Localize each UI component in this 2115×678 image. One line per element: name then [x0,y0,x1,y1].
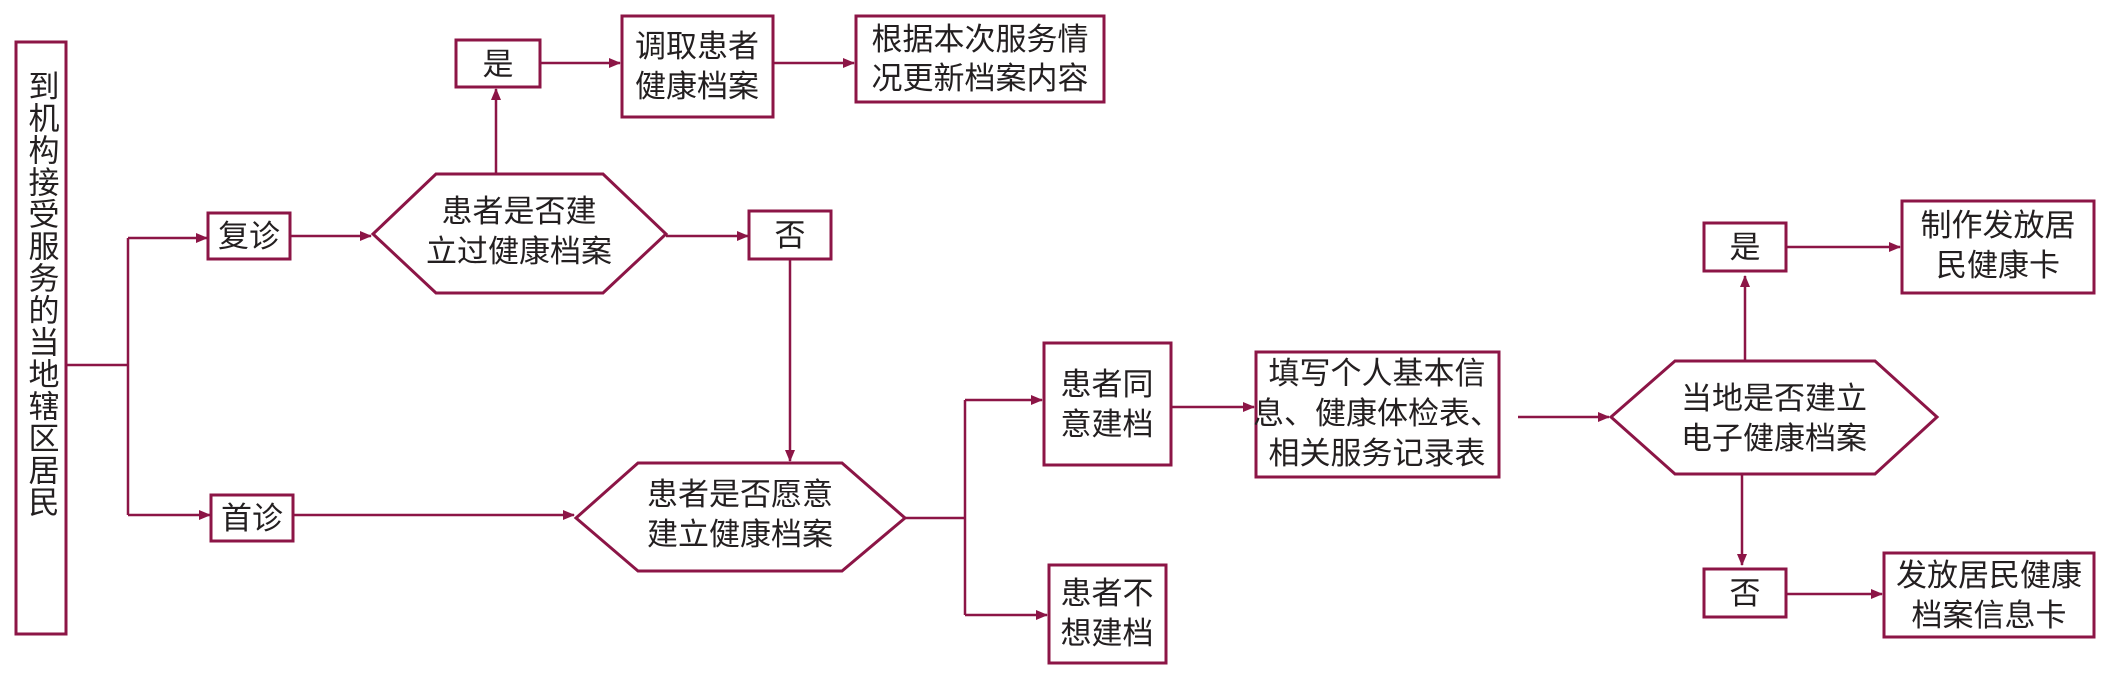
decision-electronic-record: 当地是否建立 电子健康档案 [1608,359,1940,476]
node-make-health-card-line-2: 民健康卡 [1936,248,2060,283]
node-info-card-line-2: 档案信息卡 [1912,598,2067,633]
node-fill-forms-line-3: 相关服务记录表 [1269,436,1486,471]
node-retrieve-record-line-2: 健康档案 [635,69,759,104]
decision-willing-line-2: 建立健康档案 [647,517,833,552]
decision-willing-line-1: 患者是否愿意 [647,477,833,512]
decision-record-exists-line-2: 立过健康档案 [426,234,612,269]
node-retrieve-record-line-1: 调取患者 [635,29,759,64]
node-yes-top-label: 是 [483,47,514,82]
decision-willing: 患者是否愿意 建立健康档案 [573,461,908,573]
node-start: 到机构接受服务的当地辖区居民 [14,40,68,636]
node-agree-line-1: 患者同 [1061,367,1154,402]
node-followup: 复诊 [206,211,292,261]
node-first-visit: 首诊 [209,493,295,543]
decision-electronic-record-line-1: 当地是否建立 [1681,381,1867,416]
decision-electronic-record-line-2: 电子健康档案 [1681,421,1867,456]
node-no-top: 否 [747,209,833,261]
node-followup-label: 复诊 [218,219,280,254]
node-info-card-line-1: 发放居民健康 [1896,558,2082,593]
node-make-health-card: 制作发放居 民健康卡 [1900,199,2096,295]
decision-record-exists-line-1: 患者是否建 [442,194,597,229]
connectors [66,58,1901,620]
decision-record-exists: 患者是否建 立过健康档案 [370,172,669,295]
node-refuse: 患者不 想建档 [1047,563,1168,665]
node-yes-right: 是 [1702,221,1788,273]
node-make-health-card-line-1: 制作发放居 [1921,208,2076,243]
node-update-record-line-2: 况更新档案内容 [872,61,1089,96]
node-info-card: 发放居民健康 档案信息卡 [1882,551,2096,639]
node-yes-right-label: 是 [1730,230,1761,265]
node-first-visit-label: 首诊 [221,501,283,536]
node-retrieve-record: 调取患者 健康档案 [620,14,775,119]
node-fill-forms: 填写个人基本信 息、健康体检表、 相关服务记录表 [1253,350,1501,479]
node-agree-line-2: 意建档 [1061,407,1154,442]
node-no-right-label: 否 [1730,576,1761,611]
node-refuse-line-2: 想建档 [1061,616,1154,651]
node-agree: 患者同 意建档 [1042,341,1173,467]
node-fill-forms-line-2: 息、健康体检表、 [1253,396,1501,431]
node-update-record: 根据本次服务情 况更新档案内容 [854,14,1106,104]
node-start-label: 到机构接受服务的当地辖区居民 [24,70,60,518]
node-refuse-line-1: 患者不 [1061,576,1154,611]
node-no-right: 否 [1702,567,1788,619]
node-fill-forms-line-1: 填写个人基本信 [1269,356,1486,391]
node-update-record-line-1: 根据本次服务情 [872,22,1089,57]
node-no-top-label: 否 [775,218,806,253]
node-yes-top: 是 [454,38,542,89]
